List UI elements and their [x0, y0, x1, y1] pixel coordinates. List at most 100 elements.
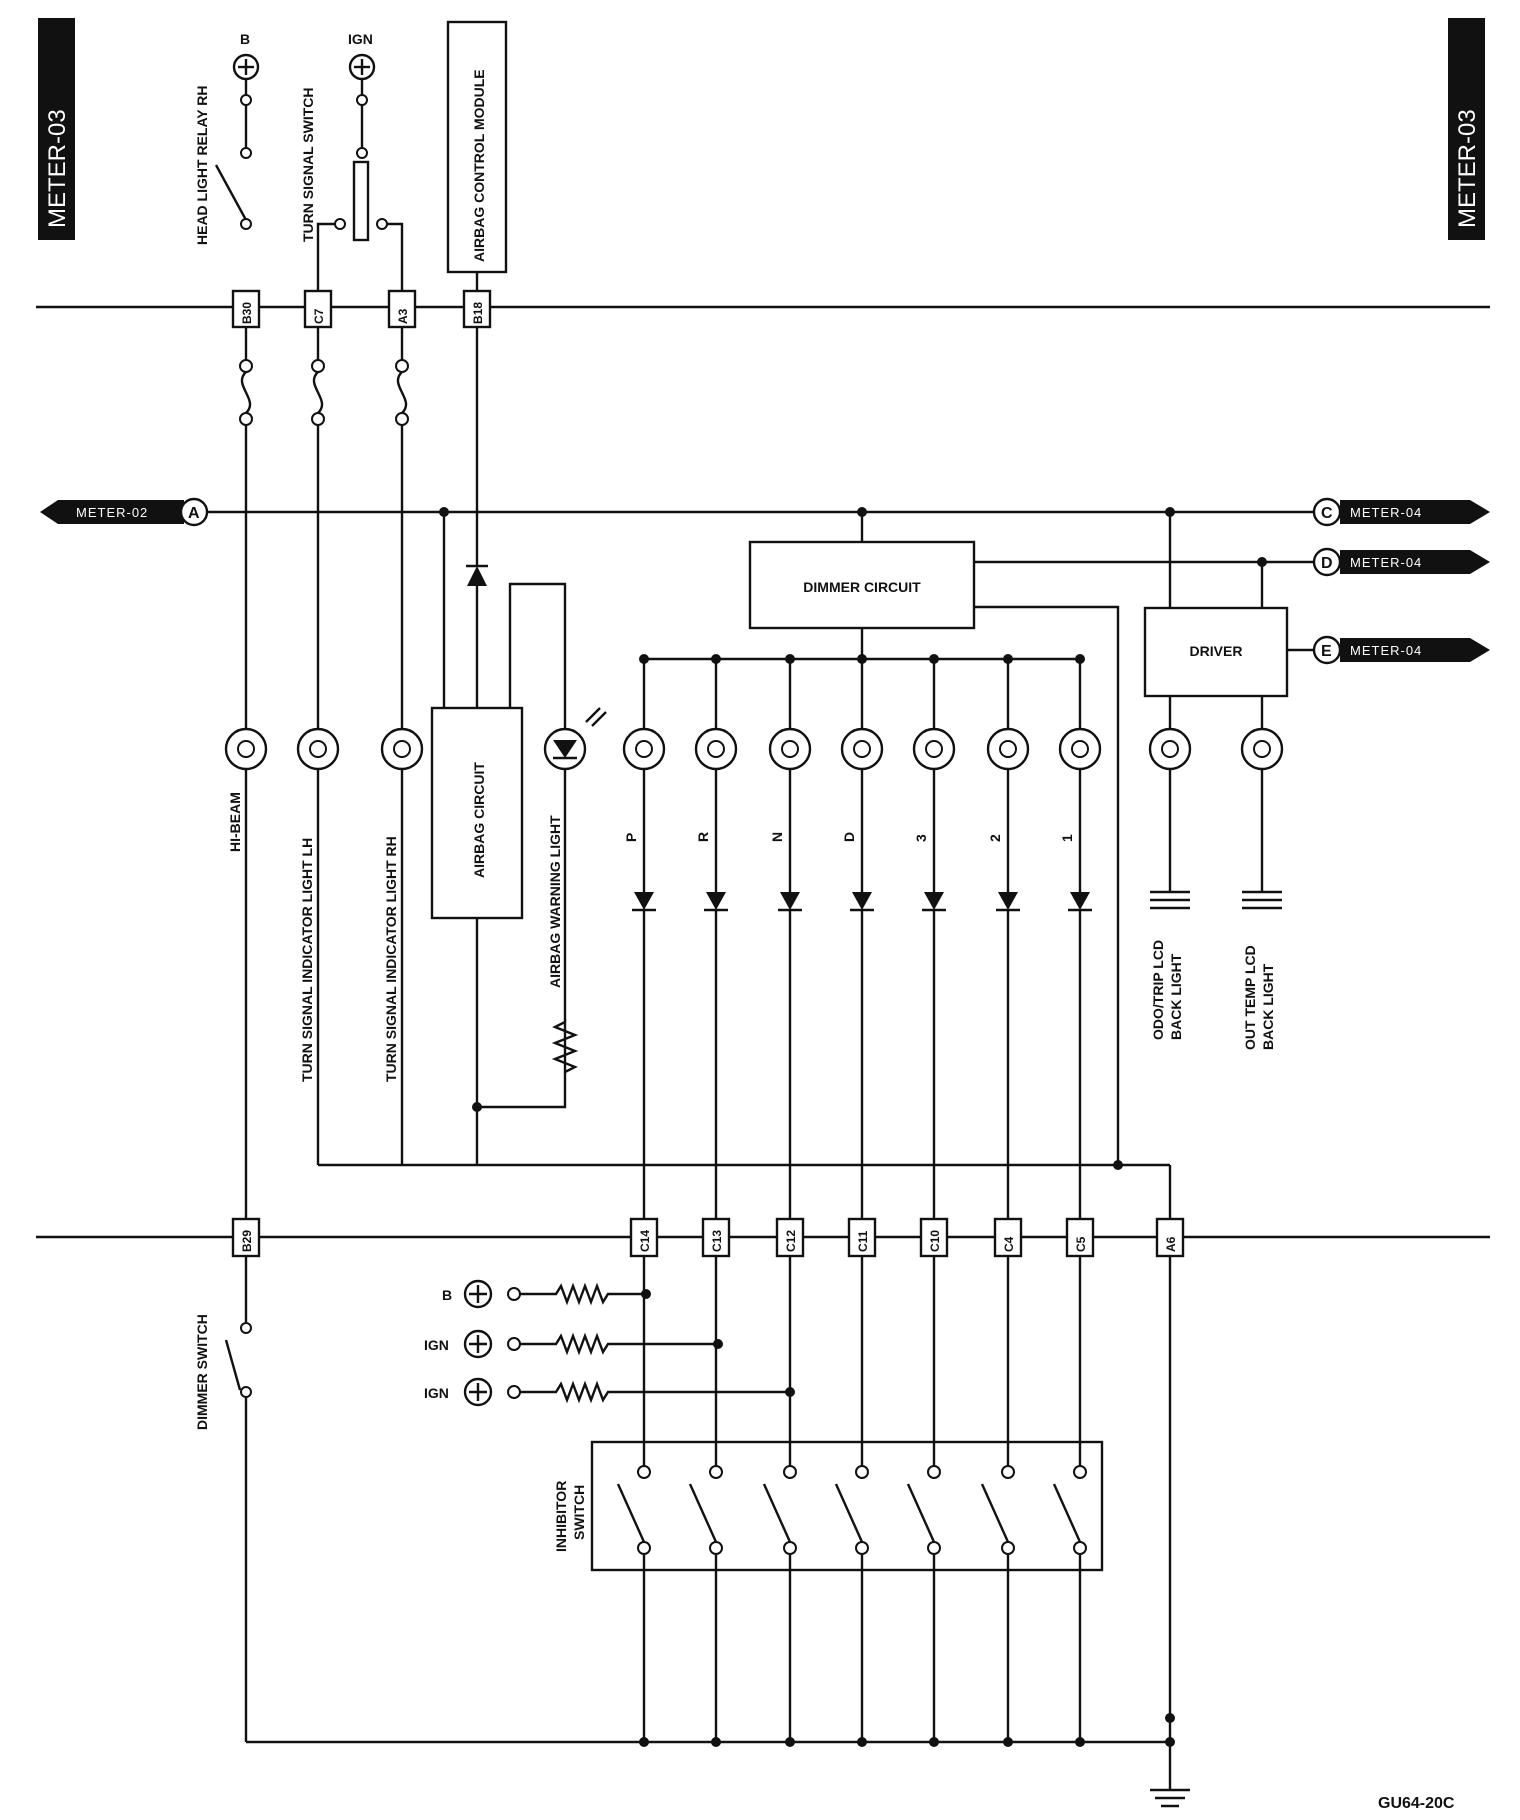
- hi-beam-label: HI-BEAM: [227, 792, 243, 852]
- connector-a3: A3: [396, 308, 410, 324]
- ground-icon: [1150, 1788, 1190, 1808]
- connector-c7: C7: [312, 308, 326, 324]
- figure-code: GU64-20C: [1378, 1795, 1455, 1812]
- dimmer-switch-label: DIMMER SWITCH: [194, 1314, 210, 1430]
- inhibitor-switch-box: [590, 1440, 1104, 1572]
- dimmer-circuit-box: [748, 540, 976, 630]
- airbag-control-module-label: AIRBAG CONTROL MODULE: [471, 69, 487, 262]
- head-light-relay-b-label: B: [240, 31, 250, 47]
- inhibitor-contact-2: [762, 1465, 797, 1555]
- gear-label-5: 2: [987, 834, 1003, 842]
- connector-bottom-0: B29: [240, 1230, 254, 1252]
- airbag-warning-label: AIRBAG WARNING LIGHT: [547, 815, 563, 988]
- inhibitor-label-1: INHIBITOR: [553, 1481, 569, 1552]
- gear-label-1: R: [695, 832, 711, 842]
- driver-label: DRIVER: [1190, 643, 1243, 659]
- turn-signal-ign-label: IGN: [348, 31, 373, 47]
- supply-ign-low-2: [463, 1377, 795, 1407]
- meter-tag-left-label: METER-03: [44, 109, 71, 228]
- gear-column-3: D: [840, 654, 884, 1747]
- ref-a-label: METER-02: [76, 505, 148, 520]
- gear-diode-3: [852, 892, 872, 910]
- meter-tag-right-label: METER-03: [1454, 109, 1481, 228]
- inhibitor-contacts: [616, 1465, 1087, 1555]
- gear-label-4: 3: [913, 834, 929, 842]
- head-light-relay-switch: [214, 53, 260, 230]
- connector-bottom-8: A6: [1164, 1236, 1178, 1252]
- connector-b30: B30: [240, 302, 254, 324]
- ref-d-label: METER-04: [1350, 555, 1422, 570]
- gear-label-6: 1: [1059, 834, 1075, 842]
- inhibitor-contact-6: [1052, 1465, 1087, 1555]
- gear-columns: P R N D 3 2 1: [622, 654, 1102, 1747]
- turn-lh-label: TURN SIGNAL INDICATOR LIGHT LH: [299, 838, 315, 1082]
- out-label-1: OUT TEMP LCD: [1242, 945, 1258, 1050]
- lamp-turn-rh: [380, 727, 424, 771]
- gear-diode-0: [634, 892, 654, 910]
- inhibitor-contact-1: [688, 1465, 723, 1555]
- ref-e-label: METER-04: [1350, 643, 1422, 658]
- ref-a: [40, 497, 209, 527]
- supply-ign-low-1: [463, 1329, 723, 1359]
- airbag-circuit-box: [430, 706, 524, 920]
- ref-e-letter: E: [1321, 643, 1332, 660]
- lcd-capacitor-odo: [1150, 890, 1190, 910]
- dimmer-switch: [224, 1256, 252, 1742]
- inhibitor-contact-4: [906, 1465, 941, 1555]
- driver-box: [1143, 606, 1289, 698]
- connector-bottom-1: C14: [638, 1230, 652, 1252]
- airbag-circuit-group: [430, 327, 607, 1165]
- gear-column-4: 3: [912, 654, 956, 1747]
- gear-label-3: D: [841, 832, 857, 842]
- ref-d-letter: D: [1321, 555, 1333, 572]
- gear-column-6: 1: [1058, 654, 1102, 1747]
- inhibitor-contact-3: [834, 1465, 869, 1555]
- gear-diode-4: [924, 892, 944, 910]
- odo-label-2: BACK LIGHT: [1168, 953, 1184, 1040]
- lcd-capacitor-out: [1242, 890, 1282, 910]
- turn-signal-switch: [316, 53, 404, 294]
- meter-tag-right: [1448, 18, 1485, 240]
- connector-bottom-2: C13: [710, 1230, 724, 1252]
- inhibitor-label-2: SWITCH: [571, 1485, 587, 1540]
- supply-b-low-label: B: [442, 1287, 452, 1303]
- turn-signal-switch-label: TURN SIGNAL SWITCH: [300, 87, 316, 242]
- inhibitor-contact-0: [616, 1465, 651, 1555]
- turn-rh-label: TURN SIGNAL INDICATOR LIGHT RH: [383, 836, 399, 1082]
- gear-column-5: 2: [986, 654, 1030, 1747]
- connector-bottom-7: C5: [1074, 1236, 1088, 1252]
- ref-d: [1312, 547, 1490, 577]
- odo-label-1: ODO/TRIP LCD: [1150, 940, 1166, 1040]
- meter-tag-left: [38, 18, 75, 240]
- supply-ign-low-2-label: IGN: [424, 1385, 449, 1401]
- connector-bottom-6: C4: [1002, 1236, 1016, 1252]
- gear-diode-1: [706, 892, 726, 910]
- connector-bottom-4: C11: [856, 1230, 870, 1252]
- fuses: [239, 327, 409, 426]
- top-connectors: [231, 289, 492, 329]
- gear-diode-2: [780, 892, 800, 910]
- gear-label-0: P: [623, 833, 639, 842]
- gear-diode-6: [1070, 892, 1090, 910]
- gear-column-2: N: [768, 654, 812, 1747]
- dimmer-circuit-label: DIMMER CIRCUIT: [803, 579, 921, 595]
- connector-bottom-5: C10: [928, 1230, 942, 1252]
- ref-a-letter: A: [188, 505, 200, 522]
- inhibitor-contact-5: [980, 1465, 1015, 1555]
- ref-c-letter: C: [1321, 505, 1333, 522]
- bottom-connectors: B29 C14 C13 C12 C11 C10 C4 C5 A6: [231, 1217, 1185, 1258]
- lamp-hi-beam: [224, 727, 268, 771]
- gear-column-1: R: [694, 654, 738, 1747]
- head-light-relay-label: HEAD LIGHT RELAY RH: [194, 86, 210, 245]
- lamp-out-temp: [1240, 727, 1284, 771]
- connector-bottom-3: C12: [784, 1230, 798, 1252]
- ref-c: [1312, 497, 1490, 527]
- supply-b-low: [463, 1279, 651, 1309]
- lamp-odo-trip: [1148, 727, 1192, 771]
- out-label-2: BACK LIGHT: [1260, 963, 1276, 1050]
- gear-column-0: P: [622, 654, 666, 1747]
- connector-b18: B18: [471, 302, 485, 324]
- ref-c-label: METER-04: [1350, 505, 1422, 520]
- gear-label-2: N: [769, 832, 785, 842]
